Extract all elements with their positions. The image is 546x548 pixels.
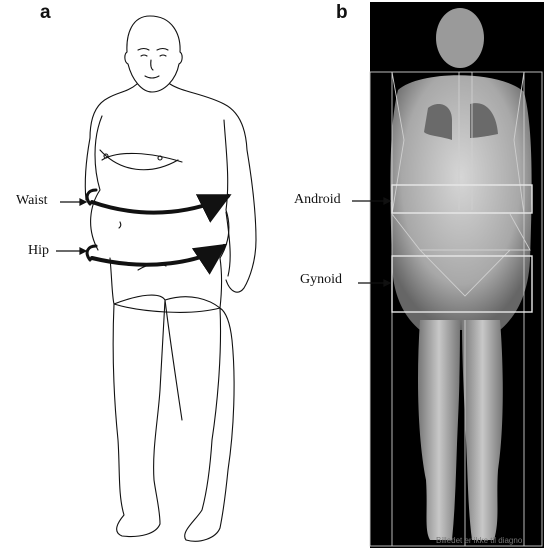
hip-label: Hip: [28, 243, 49, 259]
gynoid-label: Gynoid: [300, 272, 342, 288]
waist-label: Waist: [16, 193, 48, 209]
android-label: Android: [294, 192, 341, 208]
scan-watermark: Billedet er ikke til diagno: [436, 536, 522, 545]
